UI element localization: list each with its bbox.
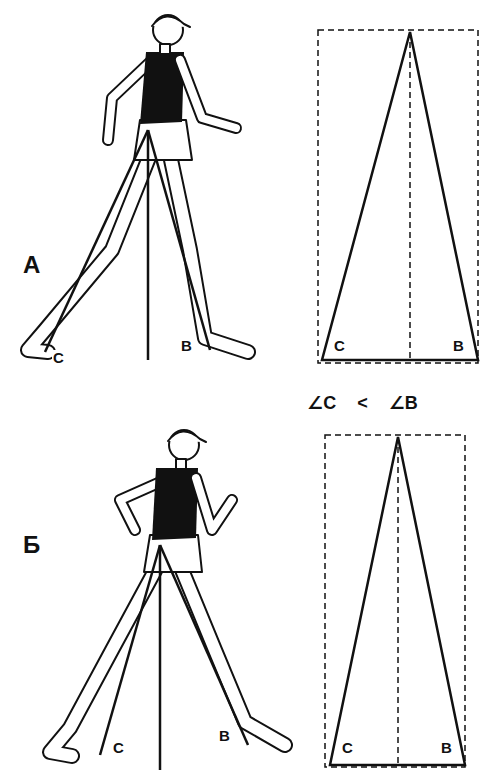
point-label: В <box>452 338 465 355</box>
point-label: В <box>180 338 193 355</box>
point-label: С <box>333 338 346 355</box>
angle-relation: ∠С < ∠В <box>306 394 419 414</box>
point-label: В <box>440 740 453 757</box>
triangle-scheme <box>318 30 478 363</box>
figure-letter: А <box>22 252 41 278</box>
point-label: В <box>218 728 231 745</box>
figure-letter: Б <box>22 532 41 558</box>
construction-lines <box>100 545 248 770</box>
walker-figure <box>28 15 248 352</box>
point-label: С <box>341 740 354 757</box>
triangle-scheme <box>325 435 465 767</box>
walker-figure <box>50 430 285 756</box>
construction-lines <box>45 130 210 360</box>
point-label: С <box>52 350 65 367</box>
point-label: С <box>112 740 125 757</box>
